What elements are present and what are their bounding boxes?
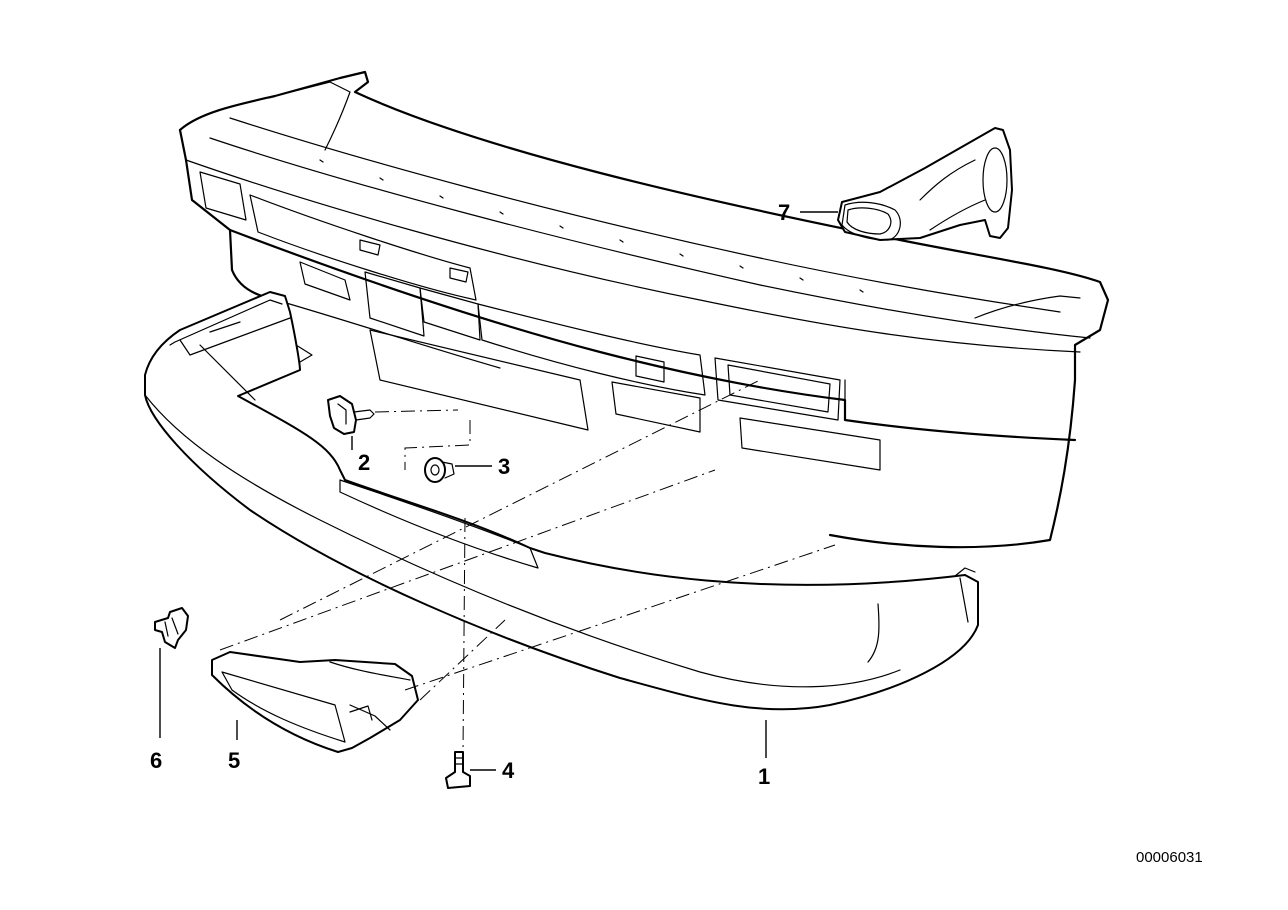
air-duct-upper [837, 127, 1013, 241]
front-spoiler [144, 291, 979, 711]
bolt-part [445, 751, 471, 789]
diagram-id: 00006031 [1136, 849, 1203, 866]
callout-7: 7 [778, 200, 790, 225]
leader-lines [159, 211, 838, 771]
air-guide-lower [211, 651, 419, 753]
callout-6: 6 [150, 748, 162, 773]
callouts: 1 2 3 4 5 6 7 [150, 200, 790, 789]
callout-4: 4 [502, 758, 515, 783]
callout-3: 3 [498, 454, 510, 479]
callout-2: 2 [358, 450, 370, 475]
clip-part [154, 607, 189, 649]
assembly-lines [219, 379, 836, 753]
grommet-part [424, 457, 455, 483]
callout-5: 5 [228, 748, 240, 773]
bumper-body [178, 70, 1110, 549]
nut-clip-part [327, 395, 375, 435]
callout-1: 1 [758, 764, 770, 789]
